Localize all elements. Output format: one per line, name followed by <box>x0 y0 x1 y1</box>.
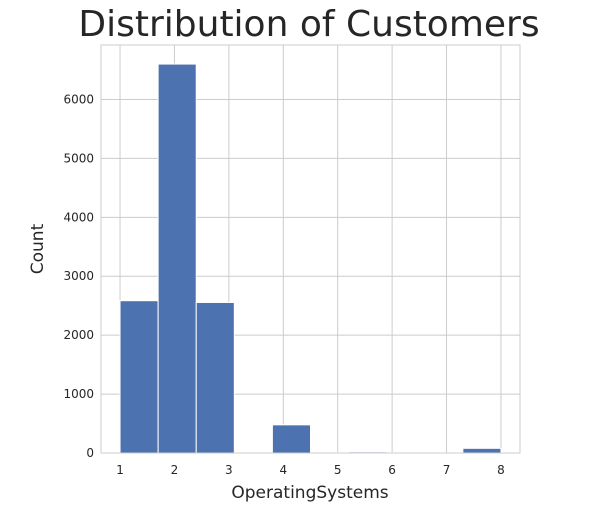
x-tick-label: 3 <box>225 463 233 477</box>
tick-labels: 1 2 3 4 5 6 7 8 0 1000 2000 3000 4000 5000 6000 <box>63 92 504 477</box>
histogram-bar <box>195 301 235 454</box>
x-tick-label: 2 <box>171 463 179 477</box>
y-tick-label: 0 <box>86 446 94 460</box>
x-tick-label: 5 <box>334 463 342 477</box>
histogram-bar <box>271 424 311 454</box>
histogram-bar <box>157 63 197 454</box>
y-tick-label: 5000 <box>63 151 94 165</box>
histogram-bar <box>462 447 502 454</box>
histogram-bar <box>119 300 159 454</box>
y-tick-label: 4000 <box>63 210 94 224</box>
y-tick-label: 6000 <box>63 92 94 106</box>
chart-title: Distribution of Customers <box>78 4 539 45</box>
y-tick-label: 1000 <box>63 387 94 401</box>
y-tick-label: 2000 <box>63 328 94 342</box>
x-tick-label: 4 <box>279 463 287 477</box>
x-tick-label: 7 <box>443 463 451 477</box>
x-tick-label: 6 <box>388 463 396 477</box>
x-tick-label: 8 <box>497 463 505 477</box>
y-tick-label: 3000 <box>63 269 94 283</box>
y-axis-label: Count <box>28 223 48 274</box>
x-tick-label: 1 <box>116 463 124 477</box>
histogram-bars <box>119 63 502 454</box>
x-axis-label: OperatingSystems <box>231 483 388 503</box>
plot-frame <box>100 44 521 454</box>
